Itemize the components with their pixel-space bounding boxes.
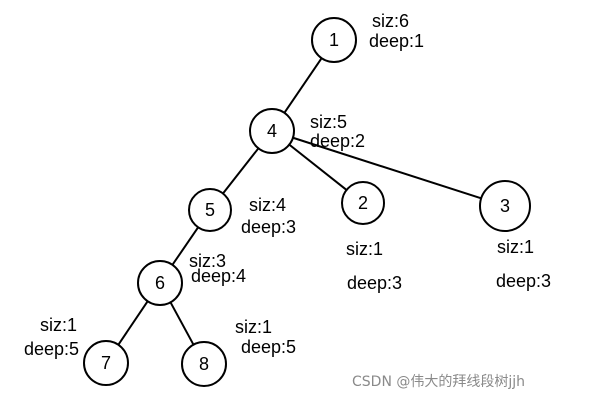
siz-label-1: siz:6 (372, 11, 409, 31)
node-circle-4 (249, 108, 295, 154)
node-circle-7 (83, 340, 129, 386)
edge-6-7 (117, 300, 149, 346)
node-circle-2 (341, 181, 385, 225)
edges-layer (117, 57, 482, 346)
siz-label-3: siz:1 (497, 237, 534, 257)
tree-node-4: 4 (249, 108, 295, 154)
node-circle-5 (188, 188, 232, 232)
node-circle-6 (137, 260, 183, 306)
tree-node-6: 6 (137, 260, 183, 306)
node-label-2: 2 (358, 193, 368, 213)
deep-label-2: deep:3 (347, 273, 402, 293)
deep-label-4: deep:2 (310, 131, 365, 151)
deep-label-5: deep:3 (241, 217, 296, 237)
tree-node-2: 2 (341, 181, 385, 225)
siz-label-4: siz:5 (310, 112, 347, 132)
tree-node-8: 8 (181, 341, 227, 387)
deep-label-6: deep:4 (191, 266, 246, 286)
tree-node-5: 5 (188, 188, 232, 232)
node-label-6: 6 (155, 273, 165, 293)
annotations-layer: siz:6deep:1siz:5deep:2siz:4deep:3siz:1de… (24, 11, 551, 359)
edge-5-6 (171, 226, 199, 266)
deep-label-1: deep:1 (369, 31, 424, 51)
siz-label-2: siz:1 (346, 239, 383, 259)
siz-label-7: siz:1 (40, 315, 77, 335)
edge-4-3 (292, 136, 482, 200)
node-circle-3 (479, 180, 531, 232)
tree-node-1: 1 (311, 17, 357, 63)
node-circle-1 (311, 17, 357, 63)
edge-1-4 (283, 57, 323, 114)
node-label-4: 4 (267, 121, 277, 141)
node-label-5: 5 (205, 200, 215, 220)
tree-node-3: 3 (479, 180, 531, 232)
deep-label-7: deep:5 (24, 339, 79, 359)
deep-label-8: deep:5 (241, 337, 296, 357)
node-circle-8 (181, 341, 227, 387)
node-label-3: 3 (500, 196, 510, 216)
nodes-layer: 1 4 5 2 3 6 7 8 (83, 17, 531, 387)
node-label-7: 7 (101, 353, 111, 373)
edge-4-5 (222, 147, 260, 195)
deep-label-3: deep:3 (496, 271, 551, 291)
watermark: CSDN @伟大的拜线段树jjh (352, 374, 525, 390)
edge-6-8 (169, 301, 195, 346)
edge-4-2 (288, 143, 348, 191)
siz-label-6: siz:3 (189, 251, 226, 271)
node-label-8: 8 (199, 354, 209, 374)
node-label-1: 1 (329, 30, 339, 50)
siz-label-5: siz:4 (249, 195, 286, 215)
tree-node-7: 7 (83, 340, 129, 386)
siz-label-8: siz:1 (235, 317, 272, 337)
